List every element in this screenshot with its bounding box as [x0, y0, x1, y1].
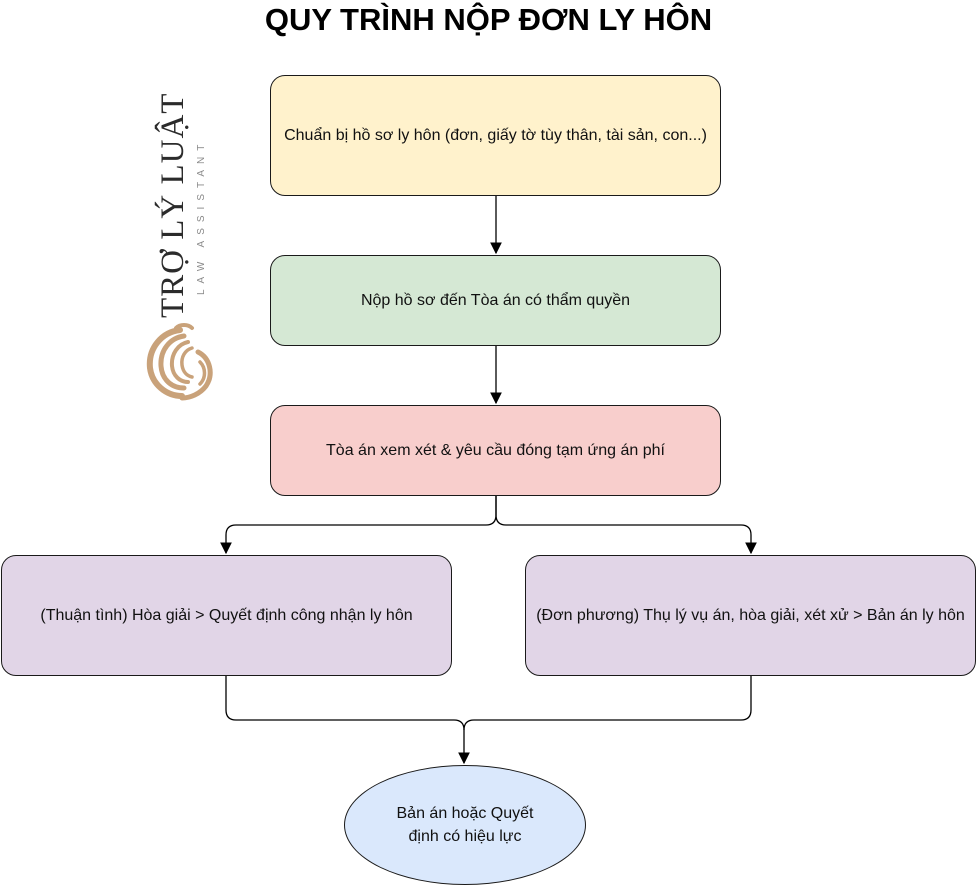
step-submit-dossier: Nộp hồ sơ đến Tòa án có thẩm quyền	[270, 255, 721, 346]
arrow-step3-right	[495, 495, 757, 555]
branch-unilateral-label: (Đơn phương) Thụ lý vụ án, hòa giải, xét…	[536, 607, 965, 624]
step-prepare-dossier-label: Chuẩn bị hồ sơ ly hôn (đơn, giấy tờ tùy …	[284, 127, 707, 144]
branch-mutual-consent: (Thuận tình) Hòa giải > Quyết định công …	[1, 555, 452, 676]
arrow-step3-left	[220, 495, 497, 555]
step-prepare-dossier: Chuẩn bị hồ sơ ly hôn (đơn, giấy tờ tùy …	[270, 75, 721, 196]
result-effective-judgment: Bản án hoặc Quyết định có hiệu lực	[344, 765, 586, 885]
step-court-review: Tòa án xem xét & yêu cầu đóng tạm ứng án…	[270, 405, 721, 496]
arrow-left-result	[225, 676, 470, 765]
result-effective-judgment-label: Bản án hoặc Quyết định có hiệu lực	[396, 805, 534, 845]
step-submit-dossier-label: Nộp hồ sơ đến Tòa án có thẩm quyền	[360, 292, 631, 309]
arrow-right-result	[463, 676, 752, 731]
step-court-review-label: Tòa án xem xét & yêu cầu đóng tạm ứng án…	[326, 442, 665, 459]
eagle-icon	[146, 323, 213, 401]
page-title: QUY TRÌNH NỘP ĐƠN LY HÔN	[264, 2, 713, 37]
branch-unilateral: (Đơn phương) Thụ lý vụ án, hòa giải, xét…	[525, 555, 976, 676]
branch-mutual-consent-label: (Thuận tình) Hòa giải > Quyết định công …	[40, 607, 413, 624]
